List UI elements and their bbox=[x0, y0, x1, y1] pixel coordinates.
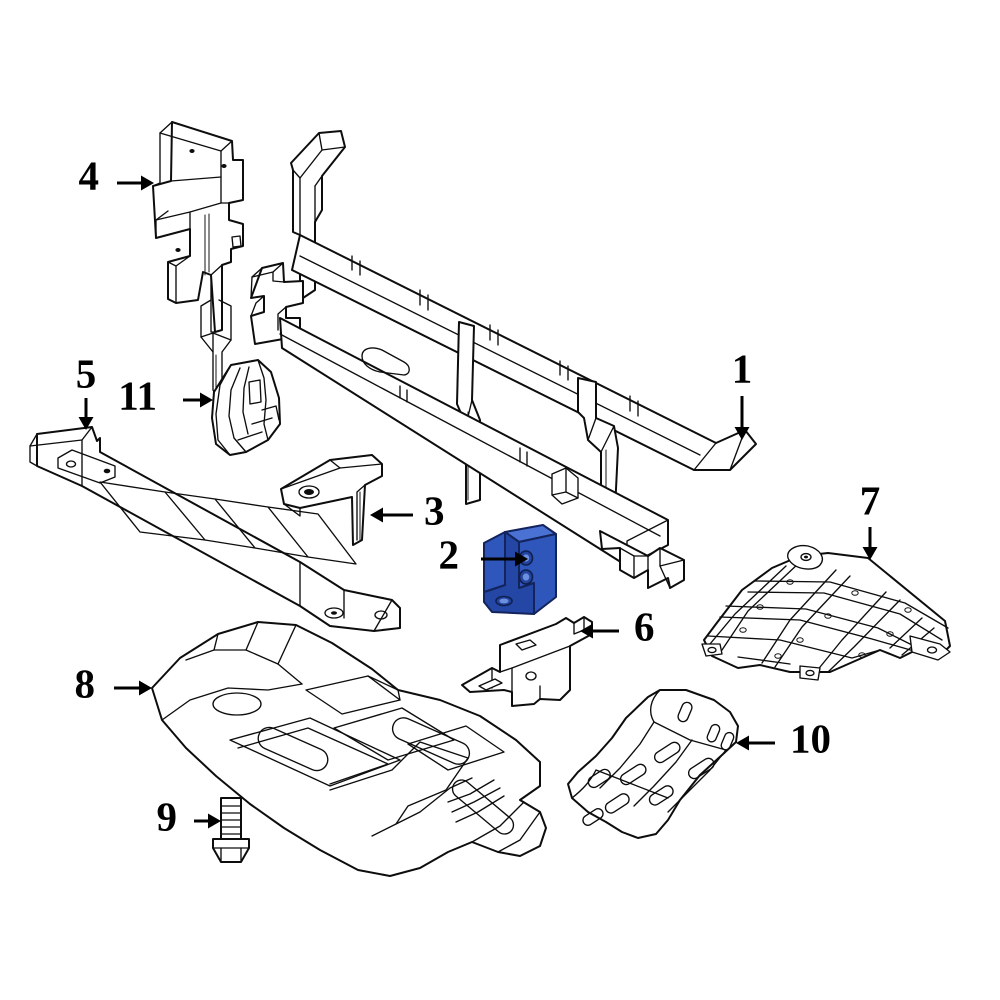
callout-3[interactable]: 3 bbox=[370, 487, 445, 533]
callout-3-number: 3 bbox=[424, 487, 445, 533]
callout-6-number: 6 bbox=[634, 603, 655, 649]
callout-4-number: 4 bbox=[79, 152, 100, 198]
part-10-slotted-heat-shield[interactable] bbox=[567, 689, 739, 839]
callout-9[interactable]: 9 bbox=[157, 793, 222, 839]
callout-1-arrowhead-icon bbox=[734, 427, 750, 440]
part-4-air-deflector-baffle[interactable] bbox=[152, 121, 244, 421]
callout-2-number: 2 bbox=[439, 531, 460, 577]
callout-1[interactable]: 1 bbox=[732, 345, 753, 440]
callout-7-number: 7 bbox=[860, 477, 881, 523]
part-8-underbody-splash-shield[interactable] bbox=[151, 621, 547, 877]
callout-4[interactable]: 4 bbox=[79, 152, 155, 198]
callout-10-number: 10 bbox=[790, 715, 831, 761]
callout-5-arrowhead-icon bbox=[78, 417, 94, 430]
callout-11-arrowhead-icon bbox=[200, 392, 213, 408]
part-3-upper-tie-bar-bracket[interactable] bbox=[280, 454, 383, 546]
callout-8-number: 8 bbox=[75, 660, 96, 706]
callout-9-number: 9 bbox=[157, 793, 178, 839]
part-1-radiator-support-assembly[interactable] bbox=[250, 130, 757, 589]
part-7-ribbed-heat-shield[interactable] bbox=[701, 544, 951, 681]
callout-6[interactable]: 6 bbox=[580, 603, 655, 649]
part-6-stamped-mounting-bracket[interactable] bbox=[461, 616, 593, 707]
callout-11[interactable]: 11 bbox=[118, 372, 213, 418]
callout-8[interactable]: 8 bbox=[75, 660, 153, 706]
part-2-radiator-support-bracket[interactable] bbox=[483, 524, 557, 615]
callout-8-arrowhead-icon bbox=[139, 680, 152, 696]
callout-5-number: 5 bbox=[76, 350, 97, 396]
part-9-hex-flange-bolt[interactable] bbox=[212, 797, 250, 863]
callout-7-arrowhead-icon bbox=[862, 547, 878, 560]
part-5-lower-tie-bar-rail[interactable] bbox=[29, 426, 401, 632]
callout-2-arrowhead-icon bbox=[515, 551, 528, 567]
callout-10-arrowhead-icon bbox=[736, 735, 749, 751]
callout-5[interactable]: 5 bbox=[76, 350, 97, 430]
callout-11-number: 11 bbox=[118, 372, 157, 418]
callout-6-arrowhead-icon bbox=[580, 623, 593, 639]
callout-9-arrowhead-icon bbox=[208, 813, 221, 829]
callout-7[interactable]: 7 bbox=[860, 477, 881, 560]
callout-4-arrowhead-icon bbox=[141, 175, 154, 191]
callout-3-arrowhead-icon bbox=[370, 507, 383, 523]
part-11-corner-air-deflector[interactable] bbox=[211, 359, 281, 456]
callout-10[interactable]: 10 bbox=[736, 715, 831, 761]
callout-2[interactable]: 2 bbox=[439, 531, 529, 577]
callout-1-number: 1 bbox=[732, 345, 753, 391]
